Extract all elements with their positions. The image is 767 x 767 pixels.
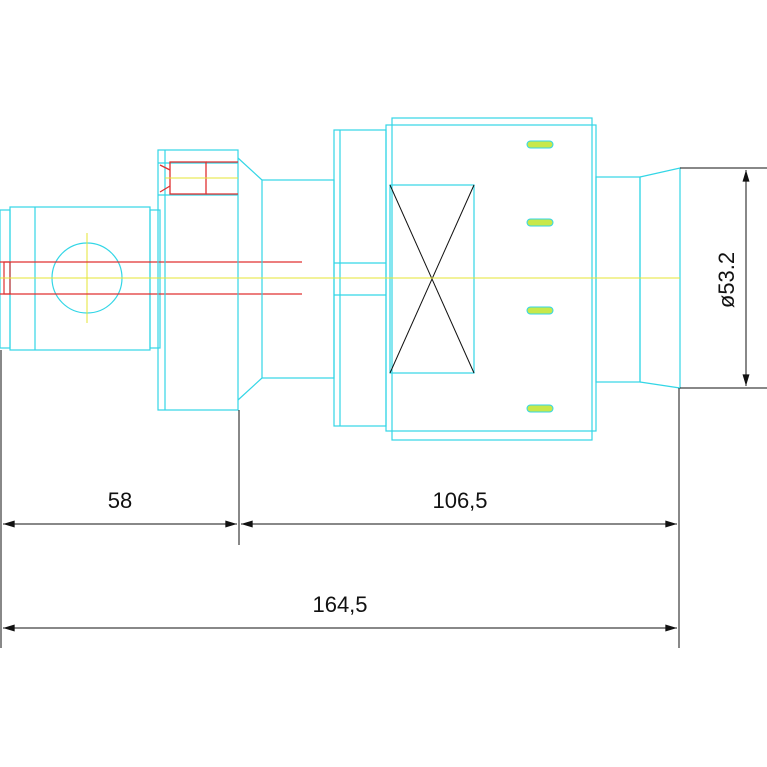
slot-3	[526, 306, 554, 315]
collar-section	[157, 149, 239, 411]
slot-2	[526, 218, 554, 227]
extension-lines	[0, 167, 767, 648]
neck-section	[237, 157, 335, 401]
dim-diameter: ø53.2	[714, 170, 750, 387]
inner-box-cross	[389, 184, 475, 374]
dim-58-label: 58	[108, 488, 132, 513]
dim-106-5-label: 106,5	[432, 488, 487, 513]
slot-1	[526, 140, 554, 149]
dim-diameter-label: ø53.2	[714, 252, 739, 308]
dim-164-5-label: 164,5	[312, 592, 367, 617]
dim-164-5: 164,5	[3, 592, 677, 632]
inner-box	[389, 184, 475, 374]
slot-4	[526, 404, 554, 413]
dim-106-5: 106,5	[241, 488, 677, 528]
dim-58: 58	[3, 488, 237, 528]
main-body	[385, 117, 597, 441]
slots	[526, 140, 554, 413]
